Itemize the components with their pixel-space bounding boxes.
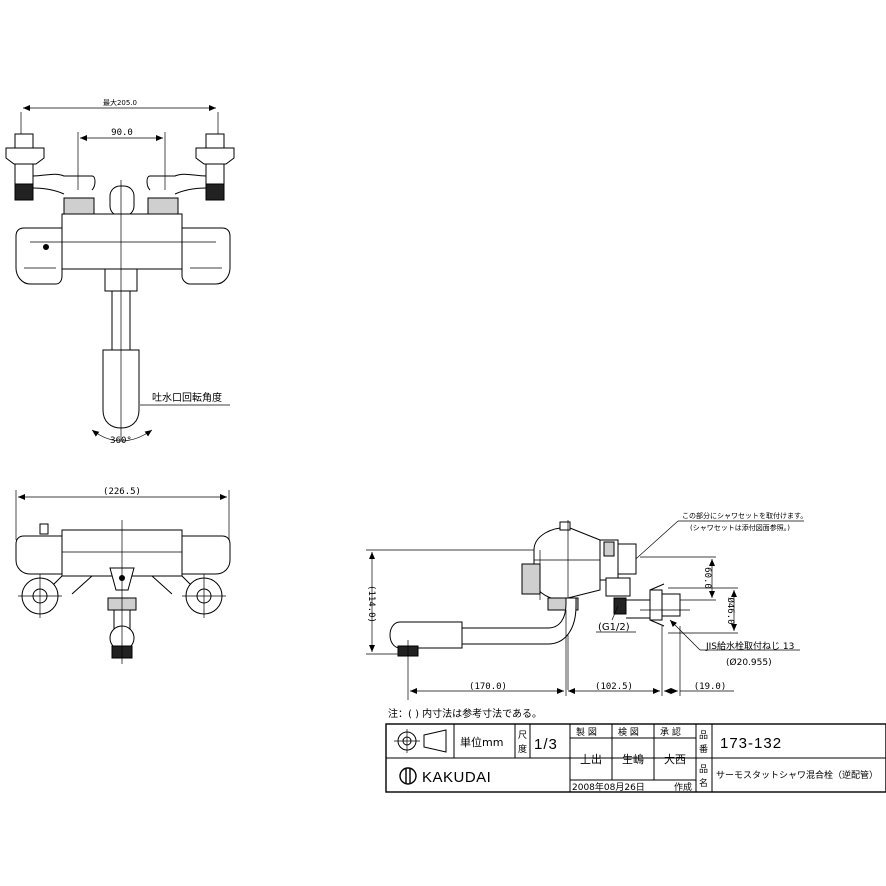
supply-pipe-side bbox=[626, 583, 690, 627]
col-made: 製 図 bbox=[576, 726, 597, 738]
shower-set-annotation: この部分にシャワセットを取付けます。 (シャワセットは添付図面参照。) bbox=[627, 511, 807, 567]
name-approved: 大西 bbox=[664, 752, 686, 766]
drawing-date-suffix: 作成 bbox=[674, 781, 692, 793]
col-checked: 検 図 bbox=[618, 726, 639, 738]
dim-height: (114.0) bbox=[366, 549, 540, 655]
thread-label-text: (G1/2) bbox=[598, 622, 630, 633]
dim-max-width: 最大205.0 bbox=[20, 98, 219, 135]
part-no-label-2: 番 bbox=[699, 743, 708, 755]
right-eccentric-fitting bbox=[182, 574, 226, 618]
side-view: この部分にシャワセットを取付けます。 (シャワセットは添付図面参照。) (114… bbox=[366, 511, 807, 700]
scale-value: 1/3 bbox=[534, 736, 558, 753]
jis-label-text: JIS給水栓取付ねじ 13 bbox=[705, 640, 794, 652]
jis-dia-text: (Ø20.955) bbox=[726, 657, 772, 668]
dim-max-width-text: 最大205.0 bbox=[103, 98, 137, 107]
company-name: KAKUDAI bbox=[422, 769, 491, 786]
unit-label: 単位mm bbox=[460, 735, 503, 749]
title-block: 単位mm 尺 度 1/3 製 図 検 図 承 認 上出 生嶋 大西 品 番 17… bbox=[385, 723, 886, 793]
faucet-body-side bbox=[521, 520, 637, 690]
drawing-date: 2008年08月26日 bbox=[572, 781, 645, 793]
right-inlet-union bbox=[146, 133, 235, 201]
dim-60: 60.0 bbox=[640, 556, 716, 601]
product-name: サーモスタットシャワ混合栓（逆配管） bbox=[716, 769, 878, 781]
top-view: 最大205.0 90.0 bbox=[5, 98, 235, 446]
dim-60-text: 60.0 bbox=[702, 567, 712, 589]
dim-pitch: 90.0 bbox=[77, 128, 166, 190]
dim-170-text: (170.0) bbox=[469, 682, 507, 692]
name-made: 上出 bbox=[580, 752, 602, 766]
dim-102-text: (102.5) bbox=[595, 682, 633, 692]
dim-bottom-row: (170.0) (102.5) (19.0) bbox=[410, 610, 734, 696]
shower-set-note: この部分にシャワセットを取付けます。 bbox=[682, 511, 807, 520]
part-number: 173-132 bbox=[720, 735, 782, 752]
left-inlet-union bbox=[5, 133, 96, 201]
spout-rotation-label: 吐水口回転角度 bbox=[152, 391, 222, 404]
rotation-angle-text: 360° bbox=[110, 436, 132, 446]
col-approved: 承 認 bbox=[660, 726, 681, 738]
spout-rotation-annotation: 吐水口回転角度 360° bbox=[91, 391, 230, 446]
dim-pitch-text: 90.0 bbox=[111, 128, 133, 138]
name-checked: 生嶋 bbox=[622, 752, 644, 766]
shower-set-note-sub: (シャワセットは添付図面参照。) bbox=[690, 523, 790, 532]
center-cap bbox=[109, 185, 135, 217]
left-eccentric-fitting bbox=[18, 574, 62, 618]
kakudai-logo: KAKUDAI bbox=[399, 767, 491, 786]
projection-symbol-icon bbox=[394, 729, 447, 753]
right-nut bbox=[147, 197, 179, 215]
thread-label: (G1/2) bbox=[596, 605, 636, 633]
dim-front-width: (226.5) bbox=[15, 487, 230, 540]
spout-top bbox=[30, 180, 216, 440]
scale-label-2: 度 bbox=[518, 743, 527, 755]
dim-46-text: Ø46.0 bbox=[725, 597, 736, 624]
dim-19-text: (19.0) bbox=[694, 682, 727, 692]
dim-height-text: (114.0) bbox=[366, 585, 376, 623]
reference-dimension-note: 注：( ) 内寸法は参考寸法である。 bbox=[388, 707, 542, 720]
front-view: (226.5) bbox=[15, 487, 231, 664]
name-label-1: 品 bbox=[699, 764, 708, 775]
spout-side bbox=[389, 597, 577, 700]
scale-label-1: 尺 bbox=[518, 730, 527, 741]
spout-front bbox=[107, 520, 137, 664]
dim-front-width-text: (226.5) bbox=[103, 487, 141, 497]
part-no-label-1: 品 bbox=[699, 730, 708, 741]
left-nut bbox=[63, 197, 95, 215]
name-label-2: 名 bbox=[699, 777, 708, 789]
jis-label: JIS給水栓取付ねじ 13 (Ø20.955) bbox=[669, 619, 800, 668]
